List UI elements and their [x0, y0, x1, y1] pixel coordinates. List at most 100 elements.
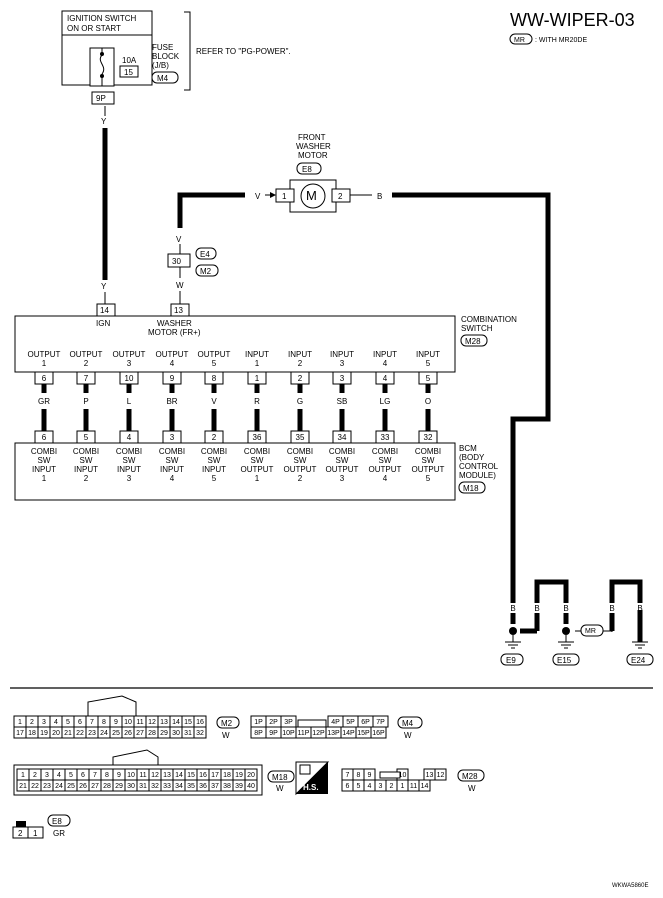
comb-terminal-label: OUTPUT: [113, 350, 146, 359]
bcm-pin-box: [332, 430, 352, 444]
motor-pin-left: 1: [282, 192, 287, 201]
bcm-terminal-line3: INPUT: [32, 465, 56, 474]
connector-pin-number: 26: [124, 730, 132, 737]
motor-pin-left-box: [275, 188, 295, 203]
connector-pin-number: 7: [93, 772, 97, 779]
connector-pin-number: 1: [401, 783, 405, 790]
connector-pin-number: 12: [148, 719, 156, 726]
connector-pin-number: 27: [136, 730, 144, 737]
bcm-terminal-line2: SW: [38, 456, 51, 465]
join-pin-box: [167, 253, 191, 268]
connector-pin-number: 9P: [269, 730, 278, 737]
connector-pin-number: 6: [78, 719, 82, 726]
wire-v-left: V: [255, 192, 261, 201]
motor-conn-shape: [296, 162, 322, 175]
connector-pin-number: 19: [40, 730, 48, 737]
connector-cavity: [370, 726, 387, 739]
connector-pin-number: 29: [115, 783, 123, 790]
ignition-line2: ON OR START: [67, 24, 121, 33]
comb-terminal-label: INPUT: [330, 350, 354, 359]
comb-terminal-number: 4: [383, 359, 388, 368]
motor-connector: E8: [302, 165, 312, 174]
connector-pin-number: 14: [175, 772, 183, 779]
bcm-pin: 4: [127, 433, 132, 442]
connector-pin-number: 9: [114, 719, 118, 726]
connector-pin-number: 18: [28, 730, 36, 737]
hs-symbol: H.S.: [295, 761, 330, 796]
connector-pin-number: 12: [151, 772, 159, 779]
connector-pin-number: 10: [399, 772, 407, 779]
connector-pin-number: 8P: [254, 730, 263, 737]
connector-pin-number: 25: [67, 783, 75, 790]
comb-terminal-number: 4: [170, 359, 175, 368]
connector-pin-number: 28: [148, 730, 156, 737]
bcm-terminal-line4: 5: [426, 474, 431, 483]
connector-pin-number: 7P: [376, 719, 385, 726]
connector-pin-number: 2: [33, 772, 37, 779]
bcm-terminal-line3: INPUT: [117, 465, 141, 474]
connector-pin-number: 10: [124, 719, 132, 726]
connector-pin-number: 21: [64, 730, 72, 737]
bcm-terminal-line4: 4: [383, 474, 388, 483]
fuse-amps: 10A: [122, 56, 137, 65]
bcm-pin: 3: [170, 433, 175, 442]
diagram-title: WW-WIPER-03: [510, 10, 635, 30]
connector-pin-number: 1: [21, 772, 25, 779]
motor-pin-right: 2: [338, 192, 343, 201]
harness-color-label: BR: [166, 397, 177, 406]
harness-color-label: R: [254, 397, 260, 406]
footer-code: WKWA5860E: [612, 883, 648, 889]
comb-pin: 8: [212, 374, 217, 383]
connector-pin-number: 3P: [284, 719, 293, 726]
wire-b-e15-loop: [534, 579, 569, 603]
connector-pin-number: 4: [57, 772, 61, 779]
bcm-terminal-line4: 3: [340, 474, 345, 483]
motor-line3: MOTOR: [298, 151, 328, 160]
bcm-pin: 33: [381, 433, 390, 442]
comb-ign-pin: 14: [100, 306, 109, 315]
join-pin: 30: [172, 257, 181, 266]
connector-pin-number: 13: [160, 719, 168, 726]
bcm-pin-box: [375, 430, 395, 444]
conn-e8-name: E8: [52, 817, 62, 826]
connector-pin-number: 6P: [361, 719, 370, 726]
bcm-terminal-line3: INPUT: [74, 465, 98, 474]
bcm-terminal-line4: 1: [255, 474, 260, 483]
ground-wire-label-bg: [634, 603, 646, 613]
connector-pin-number: 5: [66, 719, 70, 726]
wire-y-bottom: Y: [101, 282, 107, 291]
ignition-switch-box: [61, 10, 153, 36]
comb-terminal-number: 3: [340, 359, 345, 368]
motor-symbol: M: [306, 188, 317, 203]
bcm-terminal-line1: COMBI: [415, 447, 441, 456]
connector-pin-number: 13P: [327, 730, 340, 737]
ground-e15: E15: [552, 627, 580, 666]
conn-m2-name: M2: [221, 719, 233, 728]
bcm-terminal-line4: 3: [127, 474, 132, 483]
bcm-terminal-line1: COMBI: [244, 447, 270, 456]
conn-m4-name: M4: [402, 719, 414, 728]
connector-pin-number: 3: [42, 719, 46, 726]
connector-pin-number: 12P: [312, 730, 325, 737]
fuse-number-box: [119, 65, 139, 78]
bcm-terminal-line2: SW: [251, 456, 264, 465]
ground-wire-label: B: [609, 604, 614, 613]
bcm-pin: 36: [253, 433, 262, 442]
comb-name-line2: SWITCH: [461, 324, 493, 333]
connector-pin-number: 26: [79, 783, 87, 790]
fuse-block-conn-shape: [151, 71, 179, 84]
bcm-terminal-line3: OUTPUT: [369, 465, 402, 474]
connector-pin-number: 38: [223, 783, 231, 790]
connector-pin-number: 14: [172, 719, 180, 726]
connector-pin-number: 7: [90, 719, 94, 726]
comb-terminal-number: 2: [84, 359, 89, 368]
connector-pin-number: 13: [163, 772, 171, 779]
fuse-block-line3: (J/B): [152, 61, 169, 70]
harness-color-label: LG: [380, 397, 391, 406]
connector-pin-number: 3: [45, 772, 49, 779]
connector-pin-number: 30: [127, 783, 135, 790]
connector-pin-number: 6: [346, 783, 350, 790]
wire-v-down: V: [176, 235, 182, 244]
ground-wire-label-bg: [560, 603, 572, 613]
connector-pin-number: 12: [437, 772, 445, 779]
